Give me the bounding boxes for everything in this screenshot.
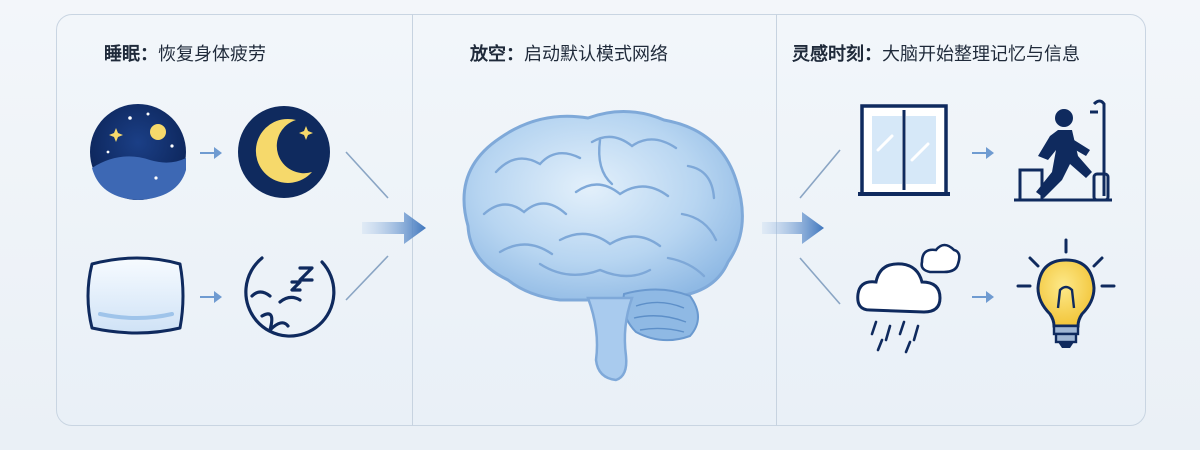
section-title-zone-out-rest: 启动默认模式网络 (524, 44, 668, 65)
connector-line (799, 149, 841, 199)
connector-line (345, 151, 389, 199)
arrow-icon (200, 147, 222, 159)
section-title-sleep-separator: ： (140, 44, 158, 65)
section-title-sleep-bold: 睡眠 (104, 44, 140, 65)
arrow-icon (972, 147, 994, 159)
flow-arrow-icon (362, 212, 426, 244)
section-title-zone-out-bold: 放空 (470, 44, 506, 65)
section-title-inspiration-bold: 灵感时刻 (792, 44, 864, 65)
brain-icon (462, 109, 744, 382)
section-title-inspiration: 灵感时刻：大脑开始整理记忆与信息 (792, 40, 1080, 66)
connector-line (345, 255, 389, 301)
connector-line (799, 257, 841, 305)
section-title-sleep-rest: 恢复身体疲劳 (158, 44, 266, 65)
section-divider-2 (776, 14, 777, 426)
pillow-icon (86, 256, 185, 335)
night-sky-icon (90, 104, 186, 200)
window-icon (858, 104, 950, 196)
section-title-inspiration-rest: 大脑开始整理记忆与信息 (882, 44, 1080, 65)
section-title-zone-out: 放空：启动默认模式网络 (470, 40, 668, 66)
crescent-moon-icon (238, 106, 330, 198)
rain-cloud-icon (856, 243, 961, 354)
flow-arrow-icon (762, 212, 824, 244)
section-title-sleep: 睡眠：恢复身体疲劳 (104, 40, 266, 66)
arrow-icon (972, 291, 994, 303)
section-title-inspiration-separator: ： (864, 44, 882, 65)
sleeping-face-icon (244, 256, 336, 338)
lightbulb-icon (1016, 238, 1116, 348)
arrow-icon (200, 291, 222, 303)
section-title-zone-out-separator: ： (506, 44, 524, 65)
walking-person-icon (1014, 99, 1112, 202)
